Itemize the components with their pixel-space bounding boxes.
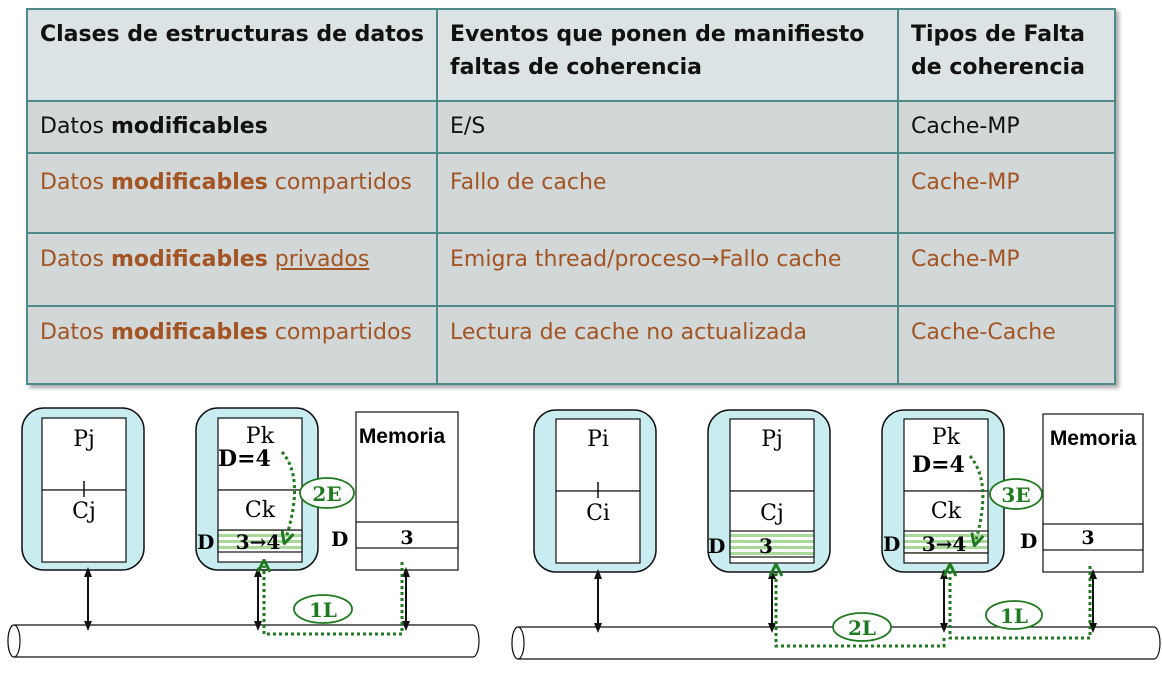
row4-data-class: Datos modificables compartidos bbox=[26, 305, 438, 385]
row2-suffix: compartidos bbox=[267, 170, 412, 195]
row3-suffix: privados bbox=[274, 247, 370, 272]
left-flow-1L-arrow bbox=[264, 562, 404, 636]
right-flow-1L-arrow bbox=[950, 566, 1092, 640]
header-events-line2: faltas de coherencia bbox=[450, 55, 703, 80]
header-events-line1: Eventos que ponen de manifiesto bbox=[450, 22, 865, 47]
row4-event: Lectura de cache no actualizada bbox=[436, 305, 899, 385]
row4-suffix: compartidos bbox=[267, 320, 412, 345]
left-memory-title: Memoria bbox=[359, 425, 446, 448]
right-bus bbox=[511, 626, 1161, 660]
table-row: Datos modificables compartidos Lectura d… bbox=[26, 305, 1116, 385]
row3-bold: modificables bbox=[110, 247, 268, 272]
row3-prefix: Datos bbox=[40, 247, 111, 272]
right-memory-value: 3 bbox=[1081, 527, 1094, 549]
right-flow-3E-arrow bbox=[968, 455, 983, 540]
header-fault-types-line2: de coherencia bbox=[911, 55, 1085, 80]
right-step-3E-label: 3E bbox=[1001, 483, 1030, 507]
right-pi-label: Pi bbox=[587, 427, 609, 452]
row1-event: E/S bbox=[436, 100, 899, 154]
right-cj-value: 3 bbox=[759, 534, 773, 558]
right-step-1L-label: 1L bbox=[1000, 604, 1028, 628]
left-step-2E-badge: 2E bbox=[299, 477, 355, 509]
left-cj-label: Cj bbox=[72, 499, 96, 524]
header-events: Eventos que ponen de manifiesto faltas de… bbox=[436, 8, 899, 102]
row1-fault-type: Cache-MP bbox=[897, 100, 1116, 154]
left-memory: Memoria D 3 bbox=[331, 411, 459, 571]
right-ck-label: Ck bbox=[931, 499, 962, 524]
left-ck-d-label: D bbox=[197, 530, 214, 554]
table-row: Datos modificables compartidos Fallo de … bbox=[26, 152, 1116, 234]
row3-event: Emigra thread/proceso→Fallo cache bbox=[436, 232, 899, 307]
row4-fault-type: Cache-Cache bbox=[897, 305, 1116, 385]
left-step-1L-label: 1L bbox=[309, 598, 337, 622]
row4-bold: modificables bbox=[110, 320, 268, 345]
right-cj-label: Cj bbox=[760, 501, 784, 526]
right-memory: Memoria D 3 bbox=[1020, 413, 1144, 573]
left-ck-value: 3→4 bbox=[236, 530, 281, 554]
right-cj-d-label: D bbox=[708, 534, 725, 558]
right-pk-label: Pk bbox=[932, 425, 961, 450]
row1-data-class: Datos modificables bbox=[26, 100, 438, 154]
left-node-j: Pj Cj bbox=[21, 407, 145, 571]
table-row: Datos modificables privados Emigra threa… bbox=[26, 232, 1116, 307]
left-step-1L-badge: 1L bbox=[293, 594, 353, 624]
right-pk-register: D=4 bbox=[912, 452, 965, 478]
table-row: Datos modificables E/S Cache-MP bbox=[26, 100, 1116, 154]
row4-prefix: Datos bbox=[40, 320, 111, 345]
row1-bold: modificables bbox=[110, 114, 268, 139]
right-ci-label: Ci bbox=[586, 501, 610, 526]
left-memory-d-label: D bbox=[331, 527, 348, 551]
left-ck-label: Ck bbox=[245, 498, 276, 523]
right-ck-d-label: D bbox=[883, 532, 900, 556]
left-flow-2E-arrow bbox=[282, 451, 296, 538]
right-node-k: Pk D=4 Ck D 3→4 bbox=[881, 409, 1005, 573]
right-node-i: Pi Ci bbox=[533, 409, 657, 573]
left-node-k: Pk D=4 Ck D 3→4 bbox=[195, 407, 319, 571]
right-step-1L-badge: 1L bbox=[985, 600, 1043, 630]
row2-prefix: Datos bbox=[40, 170, 111, 195]
row2-fault-type: Cache-MP bbox=[897, 152, 1116, 234]
coherence-table: Clases de estructuras de datos Eventos q… bbox=[26, 8, 1116, 385]
left-bus bbox=[7, 624, 480, 658]
row3-data-class: Datos modificables privados bbox=[26, 232, 438, 307]
header-fault-types-line1: Tipos de Falta bbox=[911, 22, 1085, 47]
right-memory-d-label: D bbox=[1020, 529, 1037, 553]
row3-fault-type: Cache-MP bbox=[897, 232, 1116, 307]
right-flow-2L-arrow bbox=[776, 570, 946, 648]
right-step-3E-badge: 3E bbox=[989, 478, 1043, 510]
right-step-2L-label: 2L bbox=[848, 616, 876, 640]
row2-event: Fallo de cache bbox=[436, 152, 899, 234]
row2-data-class: Datos modificables compartidos bbox=[26, 152, 438, 234]
left-memory-value: 3 bbox=[400, 527, 413, 549]
table-header-row: Clases de estructuras de datos Eventos q… bbox=[26, 8, 1116, 102]
left-pk-label: Pk bbox=[246, 424, 275, 449]
left-pk-register: D=4 bbox=[218, 446, 271, 472]
right-pj-label: Pj bbox=[761, 427, 783, 452]
header-data-classes: Clases de estructuras de datos bbox=[26, 8, 438, 102]
right-node-j: Pj Cj D 3 bbox=[707, 409, 831, 573]
right-ck-value: 3→4 bbox=[922, 532, 967, 556]
right-step-2L-badge: 2L bbox=[832, 612, 892, 642]
left-pj-label: Pj bbox=[73, 427, 95, 452]
header-fault-types: Tipos de Falta de coherencia bbox=[897, 8, 1116, 102]
right-memory-title: Memoria bbox=[1050, 427, 1137, 450]
row1-prefix: Datos bbox=[40, 114, 111, 139]
row2-bold: modificables bbox=[110, 170, 268, 195]
left-step-2E-label: 2E bbox=[312, 482, 341, 506]
